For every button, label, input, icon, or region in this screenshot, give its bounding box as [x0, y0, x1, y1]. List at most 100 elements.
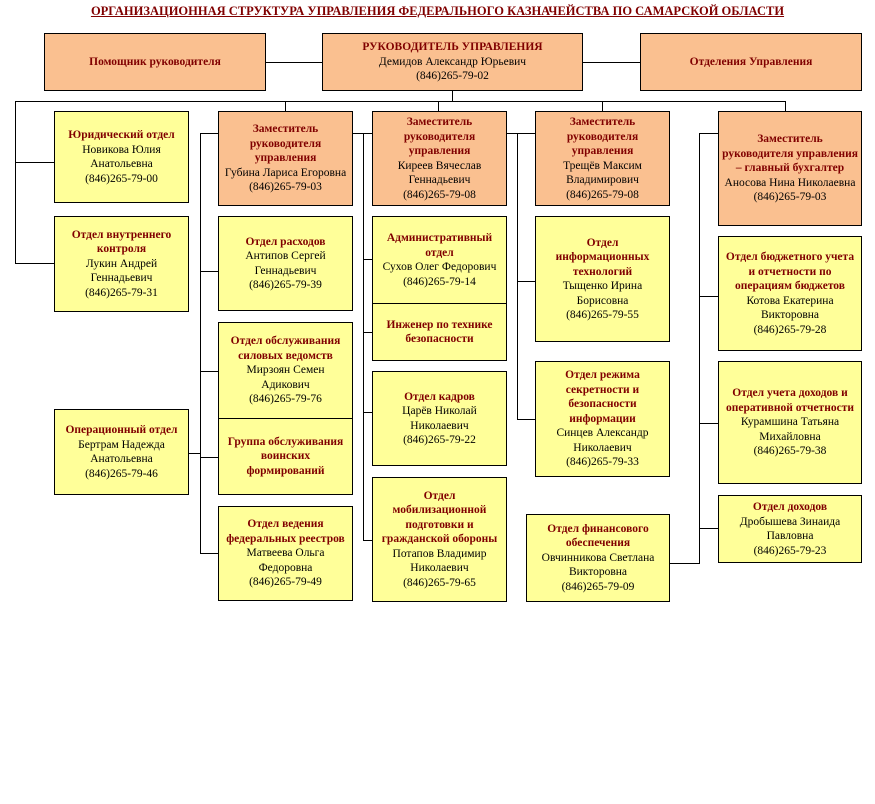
connector [15, 101, 786, 102]
unit-title: Отдел ведения федеральных реестров [226, 518, 345, 545]
unit-title: Операционный отдел [65, 424, 178, 436]
phone-number: (846)265-79-31 [85, 286, 158, 299]
person-name: Трещёв Максим Владимирович [563, 159, 642, 187]
person-name: Лукин Андрей Геннадьевич [85, 257, 158, 285]
connector [200, 133, 201, 553]
unit-title: Отдел обслуживания силовых ведомств [230, 335, 341, 362]
connector [602, 101, 603, 111]
security-agencies-box: Отдел обслуживания силовых ведомств Мирз… [218, 322, 353, 419]
phone-number: (846)265-79-28 [753, 323, 827, 336]
budget-accounting-box: Отдел бюджетного учета и отчетности по о… [718, 236, 862, 351]
connector [200, 553, 218, 554]
connector [353, 133, 372, 134]
unit-title: Отдел внутреннего контроля [71, 228, 172, 256]
phone-number: (846)265-79-65 [403, 576, 476, 589]
phone-number: (846)265-79-03 [249, 181, 322, 194]
unit-title: Административный отдел [386, 232, 493, 259]
unit-title: Отдел финансового обеспечения [547, 522, 649, 550]
phone-number: (846)265-79-33 [566, 456, 639, 469]
phone-number: (846)265-79-03 [753, 191, 827, 204]
person-name: Тыщенко Ирина Борисовна [562, 280, 643, 307]
connector [200, 133, 218, 134]
connector [699, 133, 700, 564]
phone-number: (846)265-79-76 [249, 393, 322, 406]
connector [189, 453, 200, 454]
connector [670, 563, 699, 564]
person-name: Матвеева Ольга Федоровна [246, 547, 325, 574]
person-name: Бертрам Надежда Анатольевна [78, 438, 165, 466]
person-name: Киреев Вячеслав Геннадьевич [397, 159, 482, 187]
connector [699, 133, 718, 134]
connector [363, 133, 364, 541]
income-accounting-box: Отдел учета доходов и оперативной отчетн… [718, 361, 862, 484]
unit-title: Отдел режима секретности и безопасности … [565, 369, 640, 425]
person-name: Губина Лариса Егоровна [224, 166, 347, 179]
internal-control-box: Отдел внутреннего контроля Лукин Андрей … [54, 216, 189, 312]
unit-title: Заместитель руководителя управления [566, 116, 639, 157]
connector [200, 457, 218, 458]
connector [363, 540, 372, 541]
person-name: Аносова Нина Николаевна [724, 176, 856, 189]
legal-dept-box: Юридический отдел Новикова Юлия Анатолье… [54, 111, 189, 203]
phone-number: (846)265-79-00 [85, 172, 158, 185]
connector [363, 259, 372, 260]
unit-title: Инженер по технике безопасности [386, 318, 493, 346]
registers-dept-box: Отдел ведения федеральных реестров Матве… [218, 506, 353, 601]
income-dept-box: Отдел доходов Дробышева Зинаида Павловна… [718, 495, 862, 563]
connector [363, 332, 372, 333]
unit-title: Заместитель руководителя управления [403, 116, 476, 157]
unit-title: Помощник руководителя [89, 55, 221, 68]
phone-number: (846)265-79-38 [753, 445, 827, 458]
connector [452, 91, 453, 101]
person-name: Царёв Николай Николаевич [402, 405, 477, 432]
person-name: Мирзоян Семен Адикович [246, 364, 325, 391]
unit-title: Юридический отдел [68, 129, 175, 141]
connector [517, 133, 518, 420]
connector [438, 101, 439, 111]
unit-title: Отделения Управления [689, 55, 813, 68]
finance-dept-box: Отдел финансового обеспечения Овчинников… [526, 514, 670, 602]
person-name: Курамшина Татьяна Михайловна [740, 416, 840, 443]
assistant-box: Помощник руководителя [44, 33, 266, 91]
connector [785, 101, 786, 111]
deputy-gubina-box: Заместитель руководителя управления Губи… [218, 111, 353, 206]
person-name: Овчинникова Светлана Викторовна [541, 551, 655, 579]
unit-title: Заместитель руководителя управления – гл… [722, 133, 858, 175]
connector [699, 296, 718, 297]
phone-number: (846)265-79-08 [566, 188, 639, 201]
person-name: Демидов Александр Юрьевич [378, 55, 527, 68]
mobilization-dept-box: Отдел мобилизационной подготовки и гражд… [372, 477, 507, 602]
connector [363, 412, 372, 413]
safety-engineer-box: Инженер по технике безопасности [372, 303, 507, 361]
head-box: РУКОВОДИТЕЛЬ УПРАВЛЕНИЯ Демидов Александ… [322, 33, 583, 91]
unit-title: Отдел доходов [752, 501, 828, 513]
secrecy-dept-box: Отдел режима секретности и безопасности … [535, 361, 670, 477]
phone-number: (846)265-79-39 [249, 279, 322, 291]
unit-title: Отдел информационных технологий [555, 236, 650, 278]
person-name: Синцев Александр Николаевич [556, 427, 649, 454]
deputy-treshchev-box: Заместитель руководителя управления Трещ… [535, 111, 670, 206]
connector [15, 263, 54, 264]
phone-number: (846)265-79-55 [566, 309, 639, 321]
connector [285, 101, 286, 111]
unit-title: Отдел расходов [245, 235, 326, 248]
expenses-dept-box: Отдел расходов Антипов Сергей Геннадьеви… [218, 216, 353, 311]
branches-box: Отделения Управления [640, 33, 862, 91]
connector [200, 371, 218, 372]
connector [266, 62, 323, 63]
connector [699, 423, 718, 424]
phone-number: (846)265-79-09 [561, 580, 635, 593]
connector [200, 271, 218, 272]
connector [583, 62, 640, 63]
operations-dept-box: Операционный отдел Бертрам Надежда Анато… [54, 409, 189, 495]
connector [517, 281, 535, 282]
phone-number: (846)265-79-08 [403, 188, 476, 201]
unit-title: РУКОВОДИТЕЛЬ УПРАВЛЕНИЯ [362, 41, 543, 54]
person-name: Котова Екатерина Викторовна [746, 294, 834, 322]
person-name: Сухов Олег Федорович [382, 261, 497, 273]
phone-number: (846)265-79-23 [753, 544, 827, 557]
phone-number: (846)265-79-46 [85, 467, 158, 480]
person-name: Новикова Юлия Анатольевна [82, 143, 161, 171]
hr-dept-box: Отдел кадров Царёв Николай Николаевич (8… [372, 371, 507, 466]
admin-dept-box: Административный отдел Сухов Олег Федоро… [372, 216, 507, 304]
